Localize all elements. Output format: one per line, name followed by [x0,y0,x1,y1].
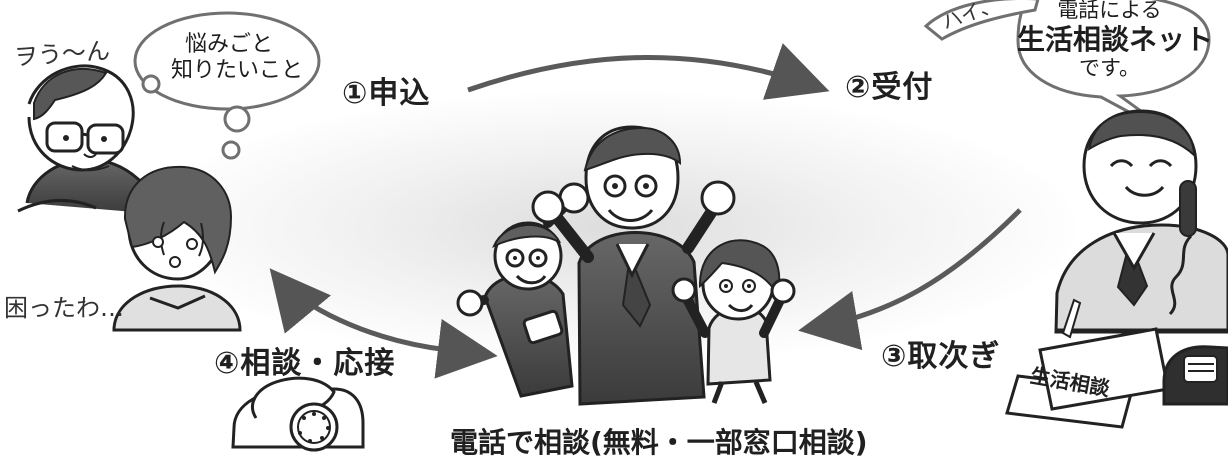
speech-bubble-line-2: 生活相談ネット [1017,22,1214,56]
step-consult-label: ④相談・応接 [214,346,396,381]
consultation-folder-icon [1005,298,1170,429]
thought-bubble-line-2: 知りたいこと [171,57,304,83]
woman-thought-text: 困ったわ… [4,294,124,322]
speech-bubble-icon [923,0,1211,142]
thought-bubble-text: 悩みごと 知りたいこと [171,32,304,84]
telephone-operator-icon [1054,109,1228,334]
telephone-icon-left [231,376,365,452]
cheering-businessmen-icon [456,125,796,406]
worried-man-icon [17,64,160,215]
worried-woman-icon [112,165,242,332]
step-receive-label: ②受付 [845,70,934,105]
speech-bubble-text: 電話による 生活相談ネット です。 [1017,0,1214,81]
step-forward-label: ③取次ぎ [881,339,1001,374]
thought-bubble-icon [133,11,321,160]
man-sound-text: ヲう〜ん [13,36,111,72]
thought-bubble-line-1: 悩みごと [184,32,273,57]
step-apply-label: ①申込 [342,76,431,111]
arrow-apply-icon [467,43,830,100]
speech-bubble-line-1: 電話による [1057,0,1162,22]
telephone-icon-right [1162,345,1228,406]
arrow-forward-icon [798,208,1022,351]
speech-bubble-line-3: です。 [1079,55,1140,80]
arrow-consult-icon [269,268,498,379]
bottom-caption: 電話で相談(無料・一部窓口相談) [450,426,868,459]
